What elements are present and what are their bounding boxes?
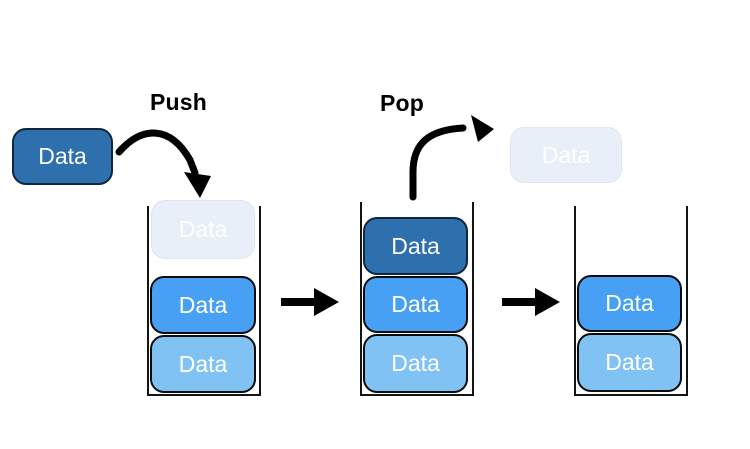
data-box-label: Data: [38, 143, 87, 169]
data-box-label: Data: [391, 350, 440, 376]
data-box-label: Data: [391, 291, 440, 317]
data-box-label: Data: [605, 349, 654, 375]
data-box-label: Data: [178, 291, 228, 318]
stack1-data-box: Data: [150, 335, 256, 393]
stack-container-3: [574, 206, 688, 396]
pop-label: Pop: [380, 90, 425, 116]
stack-container-2: [360, 202, 474, 396]
data-box-label: Data: [178, 216, 228, 242]
popped-data-box: Data: [510, 127, 622, 183]
stack2-data-box: Data: [363, 334, 468, 393]
stack2-top-data-box: Data: [363, 217, 468, 275]
push-source-data-box: Data: [12, 128, 113, 185]
push-curved-arrow-icon: [115, 129, 211, 198]
stack2-data-box: Data: [363, 276, 468, 333]
push-label: Push: [150, 89, 208, 115]
data-box-label: Data: [605, 290, 654, 316]
data-box-label: Data: [178, 350, 228, 377]
stack1-data-box: Data: [150, 276, 256, 334]
pop-curved-arrow-icon: [409, 115, 494, 201]
data-box-label: Data: [541, 141, 591, 168]
stack3-data-box: Data: [577, 333, 682, 392]
data-box-label: Data: [391, 232, 440, 259]
right-arrow-icon: [502, 288, 560, 316]
stack1-incoming-ghost-box: Data: [151, 200, 255, 259]
right-arrow-icon: [281, 288, 339, 316]
stack-container-1: [147, 206, 261, 396]
stack3-data-box: Data: [577, 275, 682, 332]
